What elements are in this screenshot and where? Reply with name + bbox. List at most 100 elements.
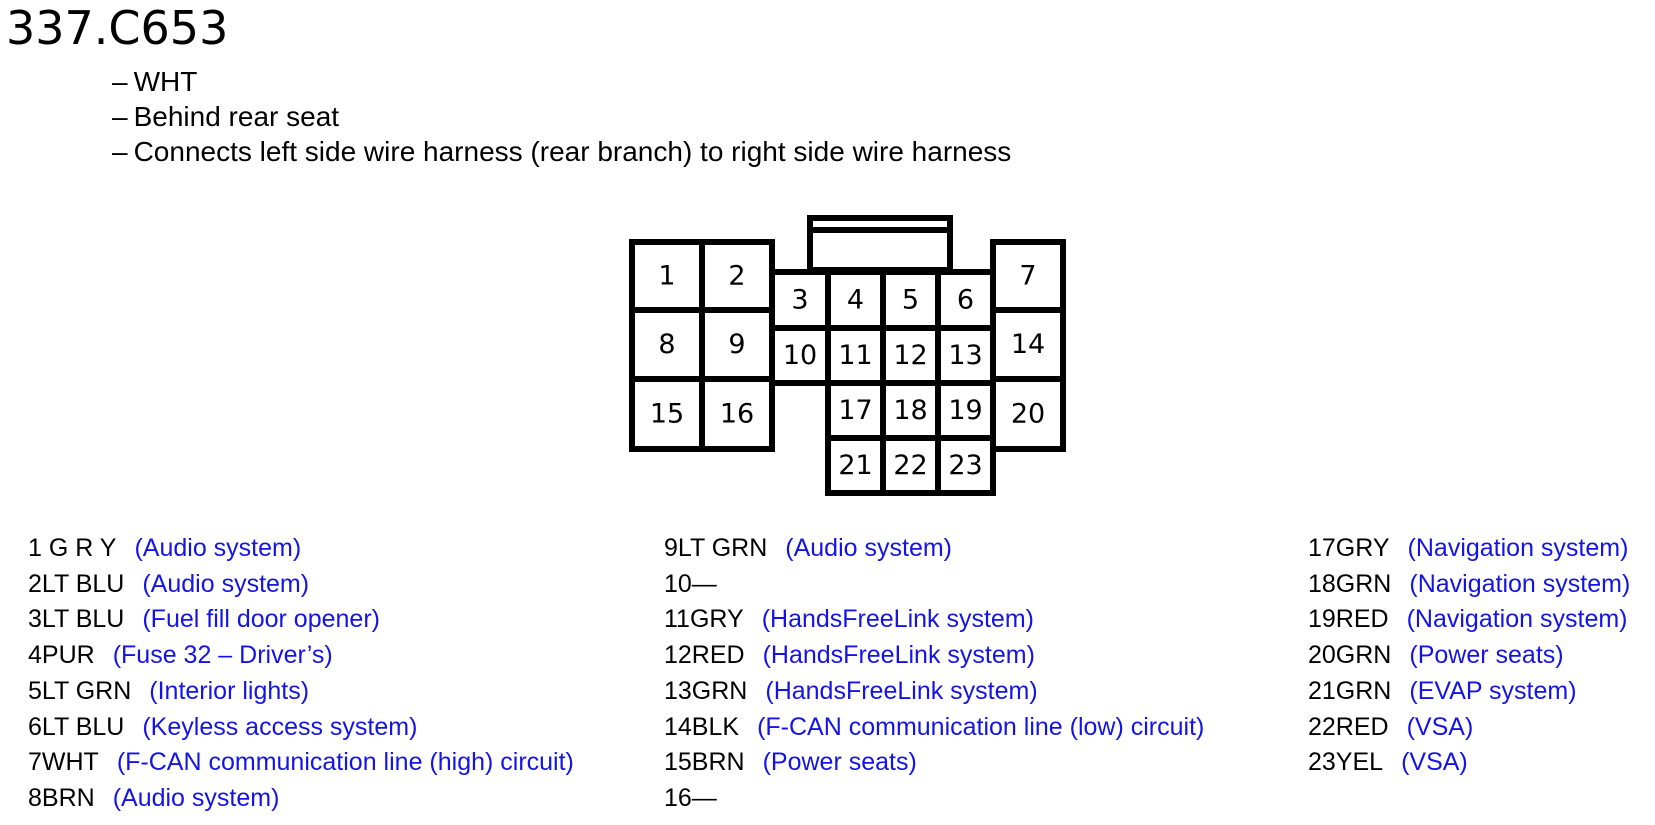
cavity-box (935, 325, 996, 386)
pin-row-21: 21GRN(EVAP system) (1308, 676, 1577, 706)
cavity-7: 7 (990, 239, 1066, 313)
pin-circuit: (F-CAN communication line (high) circuit… (116, 748, 574, 777)
pin-wire-color: 18GRN (1308, 569, 1392, 598)
cavity-number: 9 (728, 329, 745, 360)
pin-row-6: 6LT BLU (Keyless access system) (28, 712, 417, 742)
cavity-2: 2 (699, 239, 775, 313)
connector-id-title: 337.C653 (6, 1, 229, 55)
cavity-8: 8 (629, 307, 705, 382)
cavity-12: 12 (880, 325, 941, 386)
pin-circuit: (Audio system) (142, 569, 310, 598)
cavity-number: 18 (893, 395, 927, 426)
cavity-number: 5 (902, 285, 919, 316)
pin-circuit: (Navigation system) (1406, 605, 1628, 634)
cavity-18: 18 (880, 380, 941, 441)
pin-circuit: (VSA) (1401, 748, 1468, 777)
pin-row-14: 14BLK (F-CAN communication line (low) cir… (664, 712, 1204, 742)
pin-wire-color: 22RED (1308, 712, 1389, 741)
pin-wire-color: 2LT BLU (28, 569, 125, 598)
cavity-number: 4 (847, 285, 864, 316)
note-text: Connects left side wire harness (rear br… (133, 136, 1012, 167)
pin-wire-color: 23YEL (1308, 748, 1384, 777)
pin-row-5: 5LT GRN (Interior lights) (28, 676, 309, 706)
cavity-number: 10 (783, 340, 817, 371)
cavity-16: 16 (699, 376, 775, 452)
pin-circuit: (Interior lights) (149, 676, 310, 705)
cavity-17: 17 (825, 380, 886, 441)
cavity-number: 6 (957, 285, 974, 316)
cavity-box (629, 307, 705, 382)
cavity-number: 16 (720, 399, 754, 430)
pin-row-7: 7WHT(F-CAN communication line (high) cir… (28, 747, 574, 777)
pin-circuit: (HandsFreeLink system) (762, 641, 1035, 670)
pin-wire-color: 17GRY (1308, 534, 1390, 562)
cavity-20: 20 (990, 376, 1066, 452)
cavity-21: 21 (825, 435, 886, 496)
pin-wire-color: 10— (664, 569, 717, 598)
pin-wire-color: 13GRN (664, 676, 748, 705)
note-text: Behind rear seat (133, 101, 340, 132)
cavity-box (935, 435, 996, 496)
pin-row-1: 1 G R Y(Audio system) (28, 533, 301, 563)
cavity-number: 11 (838, 340, 872, 371)
cavity-22: 22 (880, 435, 941, 496)
pin-row-16: 16— (664, 783, 735, 813)
pin-wire-color: 5LT GRN (28, 676, 132, 705)
pin-row-22: 22RED(VSA) (1308, 712, 1473, 742)
cavity-number: 17 (838, 395, 872, 426)
cavity-19: 19 (935, 380, 996, 441)
cavity-box (990, 239, 1066, 313)
pin-circuit: (Power seats) (1409, 641, 1564, 670)
cavity-number: 8 (658, 329, 675, 360)
pin-row-12: 12RED(HandsFreeLink system) (664, 640, 1035, 670)
pin-row-13: 13GRN(HandsFreeLink system) (664, 676, 1038, 706)
cavity-13: 13 (935, 325, 996, 386)
pin-row-15: 15BRN(Power seats) (664, 747, 917, 777)
cavity-23: 23 (935, 435, 996, 496)
cavity-box (880, 435, 941, 496)
cavity-number: 15 (650, 399, 684, 430)
cavity-number: 21 (838, 450, 872, 481)
pin-row-18: 18GRN (Navigation system) (1308, 569, 1630, 599)
note-color: –WHT (112, 64, 1011, 99)
cavity-11: 11 (825, 325, 886, 386)
cavity-14: 14 (990, 307, 1066, 382)
pin-circuit: (Power seats) (762, 748, 917, 777)
connector-latch (807, 215, 953, 273)
cavity-box (629, 376, 705, 452)
pin-circuit: (EVAP system) (1409, 676, 1577, 705)
pin-circuit: (Fuse 32 – Driver’s) (112, 641, 333, 670)
note-dash: – (112, 136, 128, 167)
pin-circuit: (Audio system) (112, 783, 280, 812)
pin-row-3: 3LT BLU(Fuel fill door opener) (28, 604, 380, 634)
note-dash: – (112, 101, 128, 132)
pin-row-19: 19RED(Navigation system) (1308, 604, 1628, 634)
cavity-number: 13 (948, 340, 982, 371)
pin-circuit: (Keyless access system) (142, 712, 418, 741)
pin-circuit: (Navigation system) (1407, 534, 1629, 562)
pin-circuit: (Navigation system) (1409, 569, 1631, 598)
pin-wire-color: 6LT BLU (28, 712, 125, 741)
pin-circuit: (HandsFreeLink system) (761, 605, 1034, 634)
cavity-number: 7 (1019, 261, 1036, 292)
cavity-5: 5 (880, 269, 941, 331)
pin-row-17: 17GRY (Navigation system) (1308, 533, 1628, 563)
pin-row-9: 9LT GRN(Audio system) (664, 533, 952, 563)
pin-circuit: (Fuel fill door opener) (142, 605, 380, 634)
pin-wire-color: 14BLK (664, 712, 740, 741)
cavity-number: 1 (658, 261, 675, 292)
note-location: –Behind rear seat (112, 99, 1011, 134)
cavity-1: 1 (629, 239, 705, 313)
pin-row-10: 10— (664, 569, 735, 599)
pin-row-2: 2LT BLU (Audio system) (28, 569, 309, 599)
pin-circuit: (Audio system) (785, 534, 952, 562)
note-dash: – (112, 66, 128, 97)
connector-notes: –WHT –Behind rear seat –Connects left si… (112, 64, 1011, 169)
pin-wire-color: 16— (664, 783, 717, 812)
pin-row-8: 8BRN(Audio system) (28, 783, 279, 813)
cavity-number: 2 (728, 261, 745, 292)
pin-circuit: (F-CAN communication line (low) circuit) (757, 712, 1205, 741)
note-text: WHT (133, 66, 198, 97)
cavity-number: 23 (948, 450, 982, 481)
